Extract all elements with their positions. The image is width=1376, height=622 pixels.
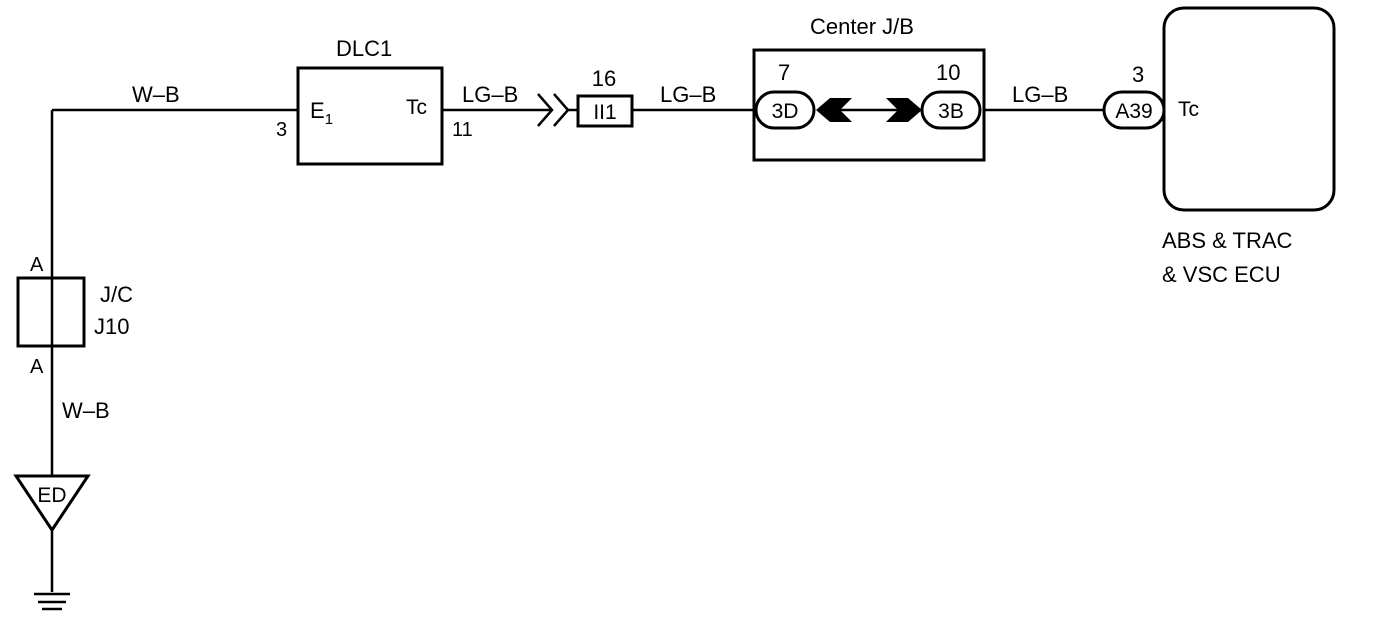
connector-chevron-2-icon <box>553 93 570 127</box>
center-jb-right-arrow-icon <box>886 98 922 122</box>
ecu-name-line1: ABS & TRAC <box>1162 228 1293 253</box>
wire-color-label-3: LG–B <box>1012 82 1068 107</box>
wire-color-label-top: W–B <box>132 82 180 107</box>
ecu-terminal-tc: Tc <box>1178 98 1199 121</box>
dlc1-pin-tc-number: 11 <box>452 119 473 141</box>
connector-3d-label: 3D <box>772 100 799 123</box>
dlc1-pin-e1-number: 3 <box>276 119 287 141</box>
dlc1-title: DLC1 <box>336 36 392 61</box>
center-jb-title: Center J/B <box>810 14 914 39</box>
dlc1-pin-tc-label: Tc <box>406 96 427 119</box>
junction-pin-top-label: A <box>30 254 44 276</box>
connector-chevron-1-icon <box>537 93 554 127</box>
center-jb-left-pin: 7 <box>778 60 790 85</box>
connector-ii1-code: II1 <box>593 101 616 124</box>
ecu-pin-number: 3 <box>1132 62 1144 87</box>
center-jb-right-pin: 10 <box>936 60 960 85</box>
ecu-name-line2: & VSC ECU <box>1162 262 1281 287</box>
wire-color-label-1: LG–B <box>462 82 518 107</box>
ground-point-label: ED <box>37 484 66 507</box>
connector-a39-oval <box>1102 90 1166 130</box>
junction-type-label: J/C <box>100 282 133 307</box>
center-jb-left-arrow-icon <box>816 98 852 122</box>
dlc1-box <box>296 66 444 166</box>
ground-point-ed-triangle <box>13 474 91 533</box>
wire-color-label-bottom: W–B <box>62 398 110 423</box>
center-jb-box <box>752 48 986 162</box>
wire-color-label-2: LG–B <box>660 82 716 107</box>
junction-code-label: J10 <box>94 314 129 339</box>
junction-pin-bottom-label: A <box>30 356 44 378</box>
dlc1-pin-e1-label: E1 <box>310 98 333 128</box>
connector-a39-label: A39 <box>1115 100 1152 123</box>
connector-3d-oval <box>754 90 816 130</box>
connector-ii1-pin: 16 <box>592 66 616 91</box>
connector-3b-label: 3B <box>938 100 964 123</box>
